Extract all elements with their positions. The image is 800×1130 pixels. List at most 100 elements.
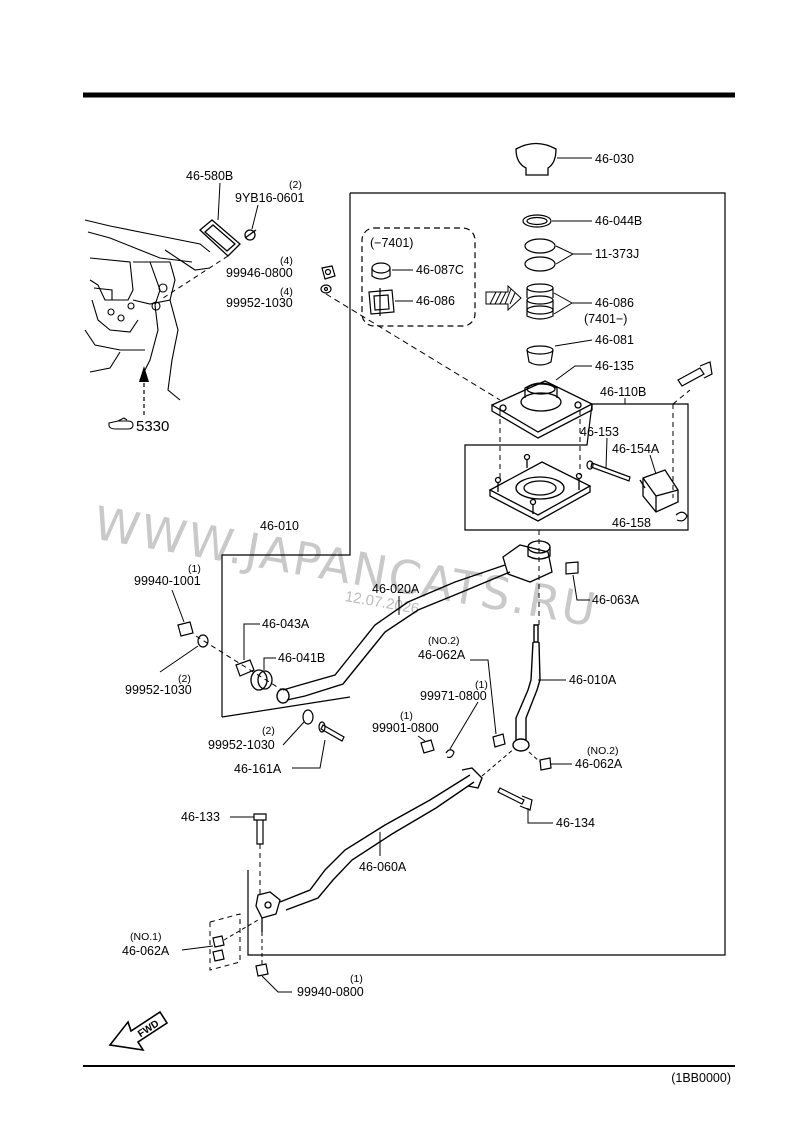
label-46062a: 46-062A [418, 648, 466, 662]
part-46087C-icon [371, 262, 391, 280]
bushing-46043A-icon [235, 659, 255, 677]
qty-99946: (4) [280, 255, 293, 267]
label-46158: 46-158 [612, 516, 651, 530]
label-46086-right: 46-086 [595, 296, 634, 310]
qty-99952a: (4) [280, 286, 293, 298]
leader-46580B [217, 182, 221, 221]
bushing-46041B-icon [250, 669, 273, 691]
label-46041B: 46-041B [278, 651, 325, 665]
label-46135: 46-135 [595, 359, 634, 373]
bolt-46134-icon [497, 787, 533, 811]
label-99940b: 99940-0800 [297, 985, 364, 999]
nut-99940a-icon [177, 621, 194, 637]
leader-46134 [527, 808, 553, 824]
label-46134: 46-134 [556, 816, 595, 830]
leader-99952b [159, 645, 199, 673]
nuts-46062c-icon [212, 935, 225, 962]
label-46010: 46-010 [260, 519, 299, 533]
leader-46154A [649, 454, 657, 475]
label-46580B: 46-580B [186, 169, 233, 183]
washer-99952b-icon [197, 634, 209, 648]
watermark-site: WWW.JAPANCATS.RU [90, 496, 602, 638]
nut-46063A-icon [565, 561, 579, 575]
rod-46020A-icon [276, 564, 511, 704]
qty-99940a: (1) [188, 563, 201, 575]
qty-9YB: (2) [289, 179, 302, 191]
base-plate-icon [488, 453, 592, 522]
leader-46041B [263, 657, 276, 670]
label-7401-after: (7401−) [584, 312, 627, 326]
label-46043A: 46-043A [262, 617, 310, 631]
base-box [464, 403, 689, 531]
nut-group-box [209, 913, 241, 971]
label-46062b: 46-062A [575, 757, 623, 771]
label-46161A: 46-161A [234, 762, 282, 776]
bolt-46110B-icon [677, 361, 713, 387]
dash-boot [159, 255, 229, 301]
washer-99952-top [320, 284, 332, 294]
frame-joint [221, 696, 351, 718]
leader-99901 [417, 735, 426, 742]
lever-46010A-icon [512, 624, 541, 752]
label-46086-left: 46-086 [416, 294, 455, 308]
label-46030: 46-030 [595, 152, 634, 166]
leader-99952c [282, 721, 305, 746]
label-46110B: 46-110B [600, 385, 646, 399]
dash-rod-lever [481, 747, 516, 777]
fwd-label: FWD [136, 1018, 161, 1040]
group-7401-box [361, 227, 476, 327]
bushing-46086-right-icon [526, 283, 554, 320]
rod-46060A-icon [279, 767, 483, 911]
seat-46081-icon [526, 345, 554, 366]
qty-99971: (1) [475, 679, 488, 691]
group-7401-label: (−7401) [370, 236, 413, 250]
leader-46063A [572, 574, 590, 601]
label-46010A: 46-010A [569, 673, 617, 687]
label-99971: 99971-0800 [420, 689, 487, 703]
boot-plate-part [199, 219, 257, 257]
cover-plate-46135 [490, 380, 594, 439]
dash-washer [325, 293, 501, 401]
leader-99940b [261, 975, 292, 993]
rod-end-bracket-icon [255, 891, 281, 932]
label-99946: 99946-0800 [226, 266, 293, 280]
leader-99940a [171, 589, 185, 623]
leader-46153 [605, 437, 608, 469]
ref-arrow-head [139, 366, 149, 382]
qty-99952c: (2) [262, 725, 275, 737]
pointer-hand-icon [108, 417, 134, 430]
qty-99952b: (2) [178, 673, 191, 685]
leader-46062c [181, 945, 214, 951]
ref-5330: 5330 [136, 418, 169, 435]
dash-left [195, 635, 283, 691]
dash-46062c [223, 919, 259, 941]
leader-46081 [554, 339, 593, 347]
pin-46153-icon [586, 460, 631, 482]
label-99952a: 99952-1030 [226, 296, 293, 310]
label-9YB: 9YB16-0601 [235, 191, 305, 205]
dash-46062b [528, 751, 541, 763]
part-46086-left-icon [368, 288, 395, 316]
qty-46062b: (NO.2) [587, 745, 619, 757]
nut-99901-icon [420, 739, 435, 754]
label-46153: 46-153 [580, 425, 619, 439]
leader-46135 [555, 365, 592, 381]
label-46133: 46-133 [181, 810, 220, 824]
leader-11373J [555, 245, 575, 265]
bolt-46161A-icon [318, 721, 345, 742]
label-46060A: 46-060A [359, 860, 407, 874]
label-46020A: 46-020A [372, 582, 420, 596]
chassis-body [84, 219, 211, 401]
qty-46062a: (NO.2) [428, 635, 460, 647]
qty-99940b: (1) [350, 973, 363, 985]
label-11373J: 11-373J [595, 247, 639, 261]
washer-99952c-icon [302, 709, 314, 725]
nut-99940b-icon [255, 963, 269, 977]
label-99952c: 99952-1030 [208, 738, 275, 752]
leader-46161A [292, 739, 326, 769]
qty-99901: (1) [400, 710, 413, 722]
label-46087C: 46-087C [416, 263, 464, 277]
label-99952b: 99952-1030 [125, 683, 192, 697]
nut-46062a-icon [492, 733, 506, 748]
leader-99971 [449, 701, 479, 750]
